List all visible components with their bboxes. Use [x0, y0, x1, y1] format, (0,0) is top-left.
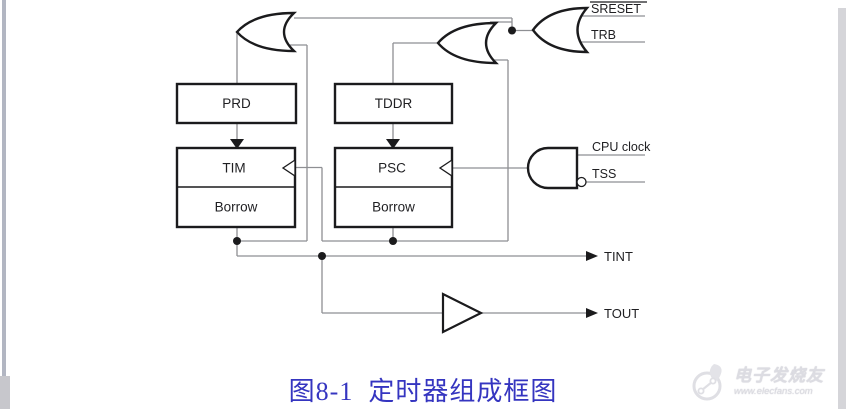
arrowhead-prd-to-tim: [230, 139, 244, 149]
tout-label: TOUT: [604, 306, 639, 321]
tint-label: TINT: [604, 249, 633, 264]
psc-label: PSC: [378, 161, 406, 176]
arrowhead-tout: [586, 308, 598, 318]
tim-clock-input-icon: [281, 158, 296, 178]
figure-caption: 图8-1 定时器组成框图: [288, 377, 558, 406]
tim-borrow-label: Borrow: [215, 200, 258, 215]
tddr-box: [333, 82, 454, 125]
tim-label: TIM: [222, 161, 245, 176]
wires: [236, 15, 645, 314]
arrowhead-tint: [586, 251, 598, 261]
or-gate-psc-reload: [436, 21, 499, 65]
cpu-clock-label: CPU clock: [592, 140, 651, 154]
arrowhead-tddr-to-psc: [386, 139, 400, 149]
watermark-site: www.elecfans.com: [734, 385, 813, 397]
page-edge-right: [838, 8, 846, 409]
or-gate-tim-reload: [235, 11, 298, 53]
psc-borrow-label: Borrow: [372, 200, 415, 215]
junction-dot: [389, 237, 397, 245]
junction-dot: [233, 237, 241, 245]
psc-clock-input-icon: [438, 158, 453, 178]
tss-inverter-bubble: [576, 176, 587, 188]
and-gate-clock: [526, 146, 579, 190]
tss-label: TSS: [592, 167, 616, 181]
tddr-label: TDDR: [375, 96, 413, 111]
prd-label: PRD: [222, 96, 251, 111]
sreset-label: SRESET: [591, 2, 641, 16]
or-gate-sreset-trb: [531, 6, 590, 54]
watermark-text: 电子发烧友 www.elecfans.com: [734, 366, 824, 397]
page-edge-left-bottom: [0, 376, 10, 409]
junction-dot: [508, 26, 516, 35]
tout-buffer: [441, 292, 484, 334]
trb-label: TRB: [591, 28, 616, 42]
elecfans-logo-icon: [692, 364, 722, 401]
page-edge-left: [2, 0, 6, 377]
prd-box: [175, 82, 298, 125]
watermark: 电子发烧友 www.elecfans.com: [688, 355, 844, 407]
junction-dot: [318, 252, 326, 260]
watermark-name: 电子发烧友: [734, 365, 824, 385]
